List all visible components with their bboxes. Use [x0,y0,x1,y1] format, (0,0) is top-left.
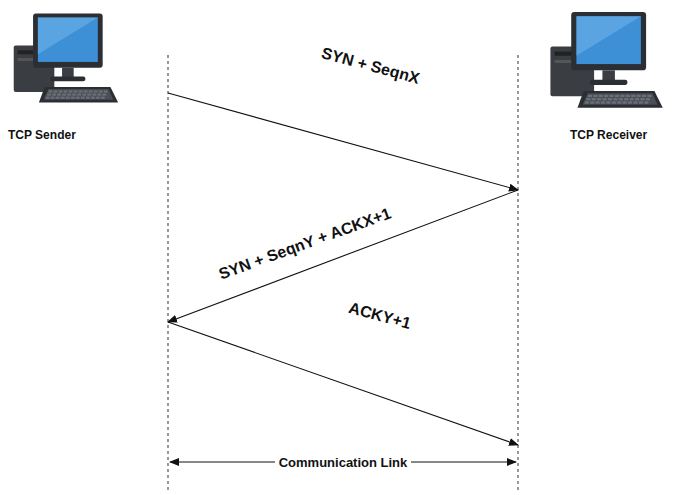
timeline [518,55,519,492]
message-arrow [168,93,518,190]
message-label: SYN + SeqnX [319,44,421,88]
computer-icon [6,10,122,110]
message-label: SYN + SeqnY + ACKX+1 [216,204,393,283]
host-lane: TCP Receiver [518,10,669,490]
message-arrow [168,322,518,445]
message-arrow [168,190,518,322]
timeline [168,55,169,492]
host-label: TCP Receiver [570,128,647,142]
host-lane: TCP Sender [6,10,168,490]
computer-icon [542,10,667,114]
link-label: Communication Link [275,455,412,470]
message-label: ACKY+1 [347,299,413,333]
host-label: TCP Sender [8,128,76,142]
